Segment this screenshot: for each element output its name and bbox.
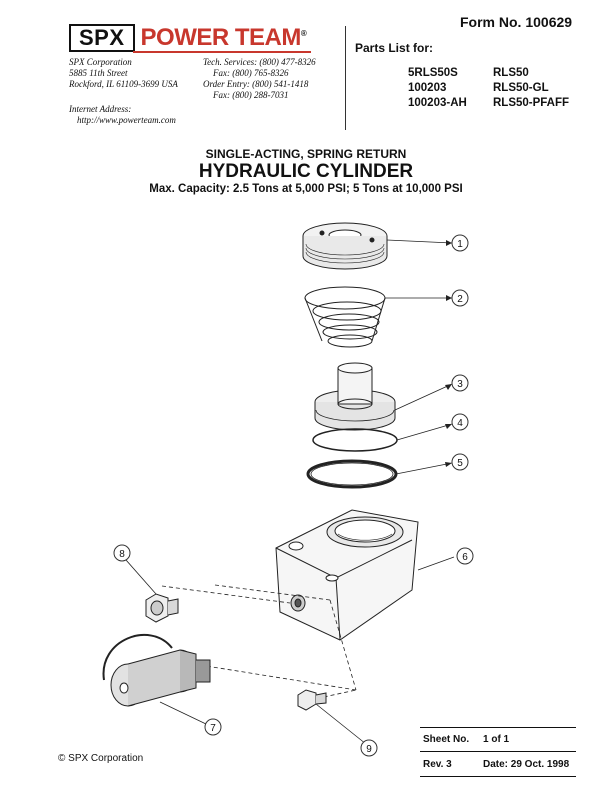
address-line: 5885 11th Street xyxy=(69,68,128,78)
company-address: SPX Corporation 5885 11th Street Rockfor… xyxy=(69,57,178,90)
logo-spx: SPX xyxy=(69,24,135,52)
callout-7 xyxy=(204,718,222,736)
spx-power-team-logo: SPX POWER TEAM® xyxy=(69,22,319,54)
part-7-coupler xyxy=(102,633,211,707)
callout-4 xyxy=(451,413,469,431)
model-list-col-1: 5RLS50S 100203 100203-AH xyxy=(408,66,467,111)
callout-2 xyxy=(451,289,469,307)
rev-label: Rev. 3 xyxy=(423,759,452,770)
address-line: SPX Corporation xyxy=(69,57,132,67)
callout-label-3: 3 xyxy=(457,379,463,390)
part-2-spring xyxy=(304,286,386,348)
rev-row: Rev. 3 Date: 29 Oct. 1998 xyxy=(420,752,576,776)
sheet-value: 1 of 1 xyxy=(483,734,510,745)
callout-5 xyxy=(451,453,469,471)
part-5-o-ring xyxy=(306,459,398,489)
callout-label-7: 7 xyxy=(210,723,216,734)
capacity-line: Max. Capacity: 2.5 Tons at 5,000 PSI; 5 … xyxy=(149,183,463,195)
model-number: 100203 xyxy=(408,82,447,94)
callout-label-4: 4 xyxy=(457,418,463,429)
internet-label: Internet Address: xyxy=(69,104,132,114)
part-3-piston xyxy=(314,362,396,431)
internet-address: Internet Address: http://www.powerteam.c… xyxy=(69,104,176,126)
form-number: Form No. 100629 xyxy=(460,14,573,30)
sheet-rule-top xyxy=(420,727,576,728)
product-title: HYDRAULIC CYLINDER xyxy=(198,161,414,182)
callout-6 xyxy=(456,547,474,565)
part-6-cylinder-body xyxy=(275,509,419,641)
part-8-fitting xyxy=(145,593,179,623)
callout-label-6: 6 xyxy=(462,552,468,563)
part-1-gland-nut xyxy=(302,222,388,270)
address-line: Rockford, IL 61109-3699 USA xyxy=(69,79,178,89)
fax-line: Fax: (800) 288-7031 xyxy=(213,90,289,100)
callout-8 xyxy=(113,544,131,562)
logo-power-team-text: POWER TEAM xyxy=(140,24,302,51)
fax-line: Fax: (800) 765-8326 xyxy=(213,68,289,78)
model-number: 5RLS50S xyxy=(408,67,458,79)
logo-power-team: POWER TEAM® xyxy=(141,26,307,50)
product-subtitle: SINGLE-ACTING, SPRING RETURN xyxy=(205,147,407,161)
sheet-rule-mid xyxy=(420,751,576,752)
sheet-label: Sheet No. xyxy=(423,734,470,745)
model-number: RLS50-GL xyxy=(493,82,549,94)
part-9-plug xyxy=(297,689,327,711)
copyright: © SPX Corporation xyxy=(58,753,144,764)
callout-1 xyxy=(451,234,469,252)
model-number: 100203-AH xyxy=(408,97,467,109)
part-4-seal xyxy=(312,428,398,452)
internet-url[interactable]: http://www.powerteam.com xyxy=(77,115,176,125)
tech-services-line: Tech. Services: (800) 477-8326 xyxy=(203,57,316,67)
sheet-row: Sheet No. 1 of 1 xyxy=(420,727,576,751)
callout-label-9: 9 xyxy=(366,744,372,755)
callout-3 xyxy=(451,374,469,392)
callout-9 xyxy=(360,739,378,757)
sheet-info-box: Sheet No. 1 of 1 Rev. 3 Date: 29 Oct. 19… xyxy=(420,727,576,777)
callout-label-8: 8 xyxy=(119,549,125,560)
callout-label-5: 5 xyxy=(457,458,463,469)
exploded-parts-diagram: 1 2 3 4 5 6 7 8 9 xyxy=(102,222,474,757)
model-number: RLS50 xyxy=(493,67,529,79)
model-number: RLS50-PFAFF xyxy=(493,97,570,109)
rev-date: Date: 29 Oct. 1998 xyxy=(483,759,570,770)
callout-label-1: 1 xyxy=(457,239,463,250)
contact-numbers: Tech. Services: (800) 477-8326 Fax: (800… xyxy=(203,57,316,101)
sheet-rule-bottom xyxy=(420,776,576,777)
logo-underline xyxy=(133,51,311,53)
callout-label-2: 2 xyxy=(457,294,463,305)
order-entry-line: Order Entry: (800) 541-1418 xyxy=(203,79,309,89)
model-list-col-2: RLS50 RLS50-GL RLS50-PFAFF xyxy=(493,66,569,111)
header-divider xyxy=(345,26,346,130)
parts-list-label: Parts List for: xyxy=(355,41,434,55)
logo-registered-mark: ® xyxy=(300,29,307,38)
